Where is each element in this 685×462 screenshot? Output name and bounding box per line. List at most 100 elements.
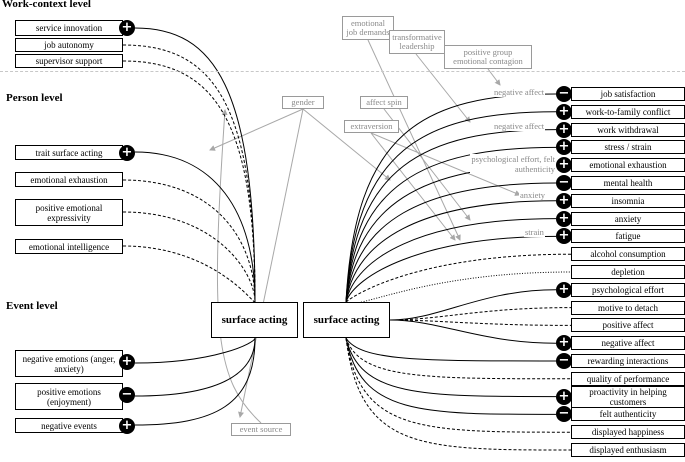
antecedent-link-line: [122, 44, 256, 303]
event-link-line: [134, 337, 256, 364]
plus-icon: +: [556, 192, 572, 209]
plus-icon: +: [556, 121, 572, 138]
separator-line: [0, 71, 685, 72]
antecedent-positive-emotions: positive emotions (enjoyment): [15, 383, 123, 410]
outcome-link-line: [345, 129, 557, 303]
moderator-gender: gender: [282, 96, 324, 109]
plus-icon: +: [556, 335, 572, 352]
section-work-context: Work-context level: [2, 0, 91, 10]
moderator-arrow: [209, 108, 304, 151]
outcome-link-line: [389, 307, 572, 321]
outcome-box: displayed enthusiasm: [571, 443, 685, 457]
outcome-box: psychological effort: [571, 282, 685, 297]
event-link-line: [134, 337, 256, 397]
event-link-line: [134, 337, 256, 426]
moderator-extraversion: extraversion: [344, 120, 399, 133]
plus-icon: +: [119, 20, 135, 36]
plus-icon: +: [556, 388, 572, 405]
section-event: Event level: [6, 300, 58, 312]
minus-icon: −: [556, 353, 572, 369]
outcome-box: mental health: [571, 176, 685, 190]
moderator-arrow: [370, 132, 521, 196]
outcome-link-line: [345, 146, 557, 303]
antecedent-negative-emotions: negative emotions (anger, anxiety): [15, 350, 123, 377]
antecedent-emotional-exhaustion: emotional exhaustion: [15, 172, 123, 187]
outcome-box: positive affect: [571, 318, 685, 333]
outcome-box: work withdrawal: [571, 122, 685, 137]
mediator-strain: strain: [524, 227, 545, 237]
plus-icon: +: [556, 210, 572, 227]
surface-acting-left: surface acting: [211, 302, 298, 338]
outcome-link-line: [389, 319, 557, 344]
outcome-link-line: [345, 253, 572, 303]
plus-icon: +: [556, 103, 572, 120]
moderator-arrow: [415, 53, 471, 123]
outcome-box: depletion: [571, 265, 685, 279]
moderator-event-source: event source: [231, 423, 291, 436]
plus-icon: +: [119, 354, 135, 370]
surface-acting-right: surface acting: [303, 302, 390, 338]
outcome-link-line: [345, 111, 557, 303]
outcome-link-line: [345, 182, 557, 303]
plus-icon: +: [556, 139, 572, 156]
outcome-link-line: [345, 235, 557, 303]
outcome-link-line: [345, 337, 572, 433]
mediator-negative-affect: negative affect: [493, 121, 546, 131]
antecedent-supervisor-support: supervisor support: [15, 54, 123, 68]
antecedent-link-line: [122, 245, 256, 303]
mediator-anxiety: anxiety: [519, 190, 547, 200]
outcome-link-line: [345, 337, 557, 415]
outcome-link-line: [345, 218, 557, 303]
minus-icon: −: [556, 86, 572, 102]
outcome-box: quality of performance: [571, 371, 685, 386]
minus-icon: −: [119, 387, 135, 403]
outcome-box: displayed happiness: [571, 425, 685, 440]
outcome-box: fatigue: [571, 229, 685, 244]
antecedent-service-innovation: service innovation: [15, 20, 123, 36]
outcome-box: emotional exhaustion: [571, 158, 685, 173]
outcome-link-line: [389, 319, 572, 326]
antecedent-emotional-intelligence: emotional intelligence: [15, 239, 123, 254]
antecedent-job-autonomy: job autonomy: [15, 38, 123, 52]
moderator-arrow: [370, 132, 456, 241]
moderator-arrow: [238, 108, 304, 418]
mediator-psych-effort-authenticity: psychological effort, felt authenticity: [470, 154, 556, 174]
antecedent-link-line: [134, 27, 256, 303]
outcome-box: insomnia: [571, 193, 685, 208]
plus-icon: +: [556, 281, 572, 298]
mediator-negative-affect: negative affect: [493, 87, 546, 97]
moderator-affect-spin: affect spin: [360, 96, 408, 109]
section-person: Person level: [6, 92, 63, 104]
plus-icon: +: [556, 228, 572, 245]
moderator-positive-group-contagion: positive group emotional contagion: [444, 45, 532, 69]
antecedent-negative-events: negative events: [15, 418, 123, 433]
outcome-link-line: [345, 337, 557, 398]
moderator-arrow: [367, 39, 461, 241]
outcome-box: job satisfaction: [571, 87, 685, 101]
outcome-box: alcohol consumption: [571, 247, 685, 262]
plus-icon: +: [119, 145, 135, 161]
outcome-box: proactivity in helping customers: [571, 385, 685, 408]
antecedent-link-line: [122, 60, 256, 303]
plus-icon: +: [556, 157, 572, 174]
outcome-link-line: [345, 200, 557, 303]
outcome-link-line: [345, 337, 572, 380]
outcome-link-line: [389, 289, 557, 321]
outcome-link-line: [345, 337, 572, 451]
outcome-box: work-to-family conflict: [571, 104, 685, 119]
outcome-link-line: [345, 337, 557, 362]
outcome-box: anxiety: [571, 211, 685, 226]
antecedent-link-line: [122, 211, 256, 303]
moderator-emotional-job-demands: emotional job demands: [342, 16, 394, 40]
outcome-box: motive to detach: [571, 300, 685, 315]
antecedent-positive-emotional-expressivity: positive emotional expressivity: [15, 199, 123, 226]
outcome-box: felt authenticity: [571, 407, 685, 422]
outcome-link-line: [345, 271, 572, 305]
minus-icon: −: [556, 175, 572, 191]
antecedent-trait-surface-acting: trait surface acting: [15, 145, 123, 160]
antecedent-link-line: [134, 151, 256, 303]
moderator-transformative-leadership: transformative leadership: [389, 30, 445, 54]
minus-icon: −: [556, 406, 572, 423]
outcome-box: negative affect: [571, 336, 685, 351]
moderator-arrow: [302, 108, 391, 181]
